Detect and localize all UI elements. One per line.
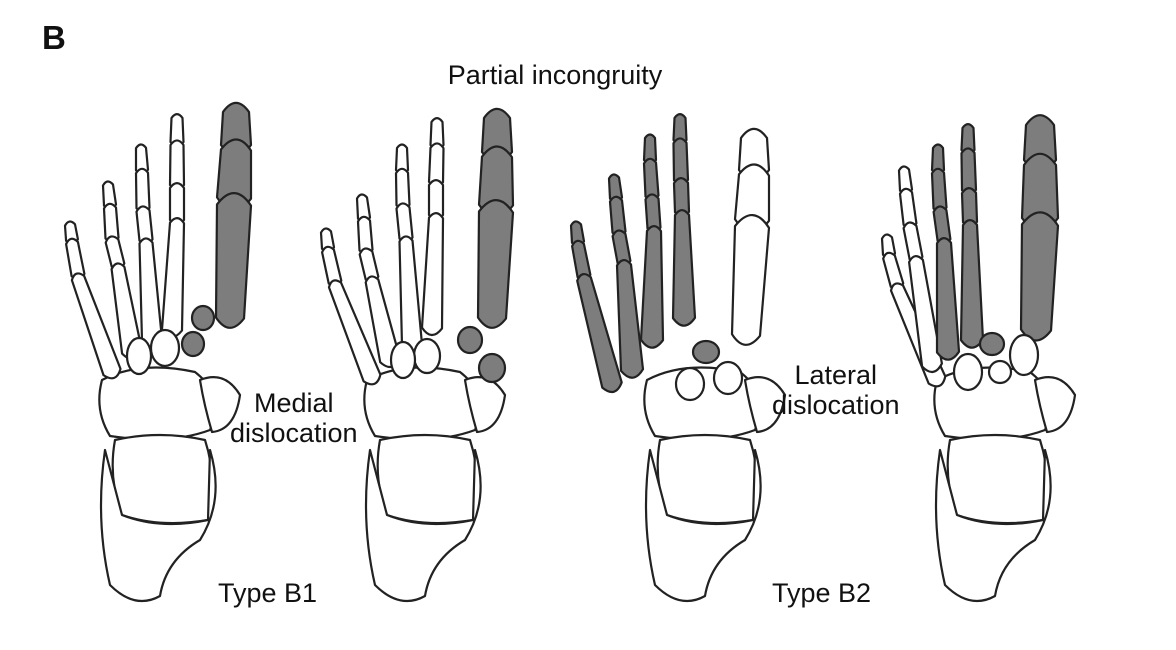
medial-label-line-1: Medial	[254, 388, 334, 418]
foot-type-b1-after	[319, 107, 515, 603]
talus	[376, 433, 479, 525]
calcaneus	[934, 448, 1052, 603]
talus	[946, 433, 1049, 525]
foot-type-b2-before	[569, 113, 787, 603]
foot-type-b1-before	[63, 101, 253, 603]
ray-2-metatarsal	[959, 219, 985, 349]
lateral-cuneiform	[674, 366, 706, 402]
lateral-label-line-2: dislocation	[772, 390, 900, 421]
ray-1-metatarsal	[476, 199, 515, 329]
talus	[111, 433, 214, 525]
ray-4-metatarsal	[615, 259, 645, 379]
ray-3-metatarsal	[639, 225, 665, 349]
ray-2-metatarsal	[671, 209, 697, 327]
intermediate-cuneiform	[477, 352, 507, 384]
lateral-cuneiform	[412, 337, 442, 375]
intermediate-cuneiform	[180, 330, 206, 358]
lateral-label-line-1: Lateral	[794, 360, 878, 390]
ray-4-metatarsal	[908, 255, 943, 373]
lateral-dislocation-label: Lateral dislocation	[772, 360, 900, 420]
panel-letter: B	[42, 19, 66, 56]
middle-cuneiform	[691, 339, 721, 365]
ray-2-metatarsal	[420, 212, 445, 337]
foot-type-b2-after	[880, 114, 1077, 603]
ray-5-metatarsal	[70, 272, 122, 380]
medial-cuneiform	[190, 304, 216, 332]
type-b1-label: Type B1	[218, 578, 318, 608]
type-b2-label: Type B2	[772, 578, 872, 608]
calcaneus	[644, 448, 762, 603]
talus	[656, 433, 759, 525]
cuneiform-3	[125, 336, 153, 376]
medial-dislocation-label: Medial dislocation	[230, 388, 358, 448]
ray-1-metatarsal	[1019, 211, 1060, 342]
ray-1-metatarsal	[730, 214, 771, 346]
navicular	[363, 366, 482, 441]
medial-cuneiform	[712, 360, 744, 396]
middle-cuneiform	[978, 331, 1006, 357]
figure-heading: Partial incongruity	[447, 60, 663, 90]
ray-2-metatarsal	[160, 217, 186, 339]
calcaneus	[364, 448, 482, 603]
lateral-cuneiform	[149, 328, 181, 368]
ray-5-metatarsal	[327, 279, 382, 386]
ray-3-metatarsal	[935, 237, 961, 361]
cuboid	[1033, 376, 1077, 434]
lateral-cuneiform	[952, 352, 984, 392]
navicular-process	[987, 359, 1013, 385]
ray-5-metatarsal	[576, 273, 623, 394]
medial-cuneiform	[1008, 333, 1040, 377]
ray-1-metatarsal	[214, 192, 253, 329]
cuneiform-3	[389, 340, 417, 380]
navicular	[98, 366, 217, 441]
ray-3-metatarsal	[398, 235, 424, 354]
medial-cuneiform	[456, 325, 484, 355]
calcaneus	[99, 448, 217, 603]
cuboid	[743, 376, 787, 434]
medial-label-line-2: dislocation	[230, 418, 358, 449]
cuboid	[198, 376, 242, 434]
